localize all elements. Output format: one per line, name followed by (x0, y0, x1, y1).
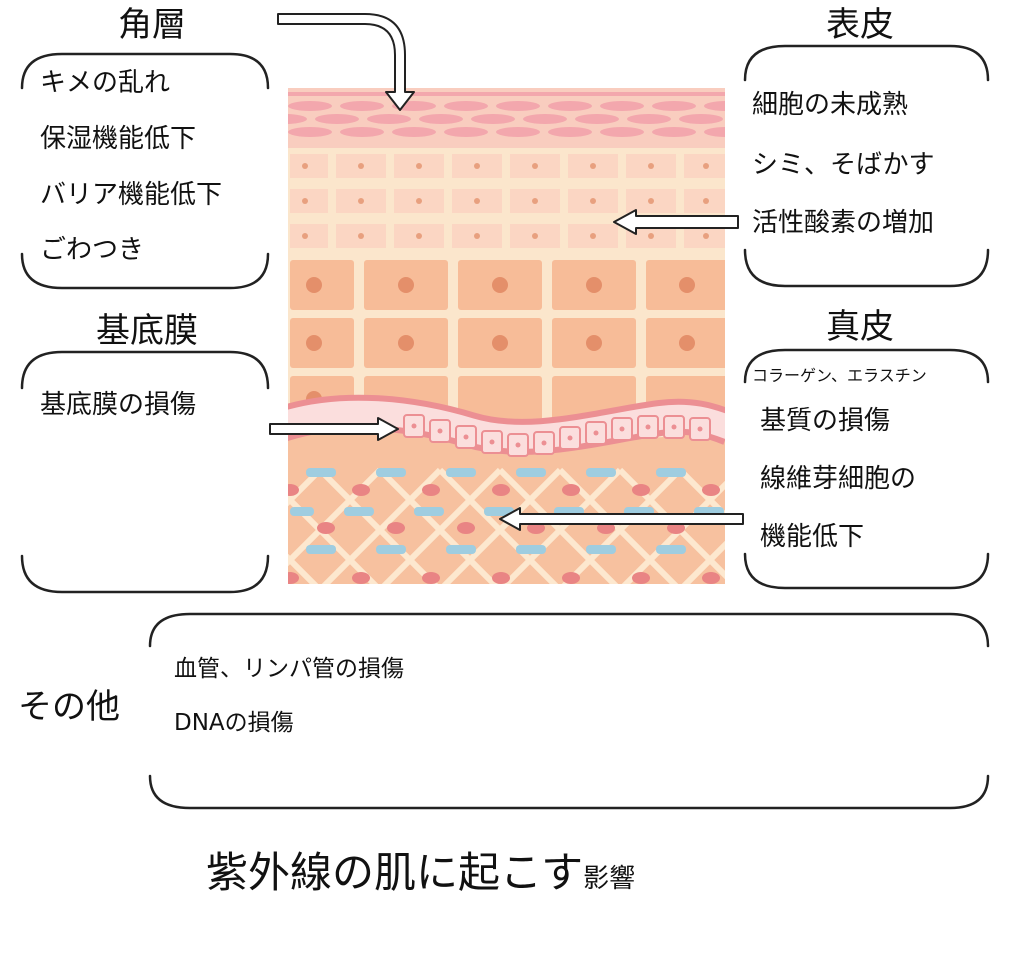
arrow-to-epidermis (613, 209, 739, 235)
label-kiteimaku: 基底膜 (96, 311, 198, 351)
sonota-item: DNAの損傷 (174, 710, 294, 736)
label-shinpi: 真皮 (826, 307, 894, 347)
basement-membrane (288, 394, 725, 457)
hyohi-bracket (743, 44, 990, 288)
shinpi-item: 機能低下 (760, 522, 865, 552)
stratum-corneum-layer (288, 88, 725, 148)
collagen-fibers (290, 468, 724, 554)
shinpi-item-small: コラーゲン、エラスチン (752, 366, 927, 385)
kiteimaku-bracket (20, 350, 270, 594)
kiteimaku-item: 基底膜の損傷 (40, 390, 197, 420)
title-small: 影響 (583, 864, 636, 894)
hyohi-item: 細胞の未成熟 (752, 90, 909, 120)
title-main: 紫外線の肌に起こす (206, 848, 584, 897)
shinpi-item: 基質の損傷 (760, 406, 891, 436)
arrow-to-basement-membrane (269, 417, 399, 441)
sonota-item: 血管、リンパ管の損傷 (174, 656, 404, 682)
kakuso-item: キメの乱れ (40, 68, 171, 98)
shinpi-item: 線維芽細胞の (760, 464, 917, 494)
kakuso-item: ごわつき (40, 235, 145, 265)
label-sonota: その他 (18, 687, 120, 727)
label-hyohi: 表皮 (826, 5, 894, 45)
kakuso-item: バリア機能低下 (40, 180, 223, 210)
shinpi-bracket (743, 348, 990, 590)
label-kakuso: 角層 (118, 5, 186, 45)
sonota-bracket (148, 612, 990, 810)
arrow-to-stratum-corneum (277, 13, 415, 111)
page-title: 紫外線の肌に起こす影響 (206, 852, 635, 894)
arrow-to-dermis (499, 507, 744, 531)
hyohi-item: 活性酸素の増加 (752, 208, 935, 238)
hyohi-item: シミ、そばかす (752, 150, 935, 180)
kakuso-bracket (20, 52, 270, 290)
kakuso-item: 保湿機能低下 (40, 124, 197, 154)
